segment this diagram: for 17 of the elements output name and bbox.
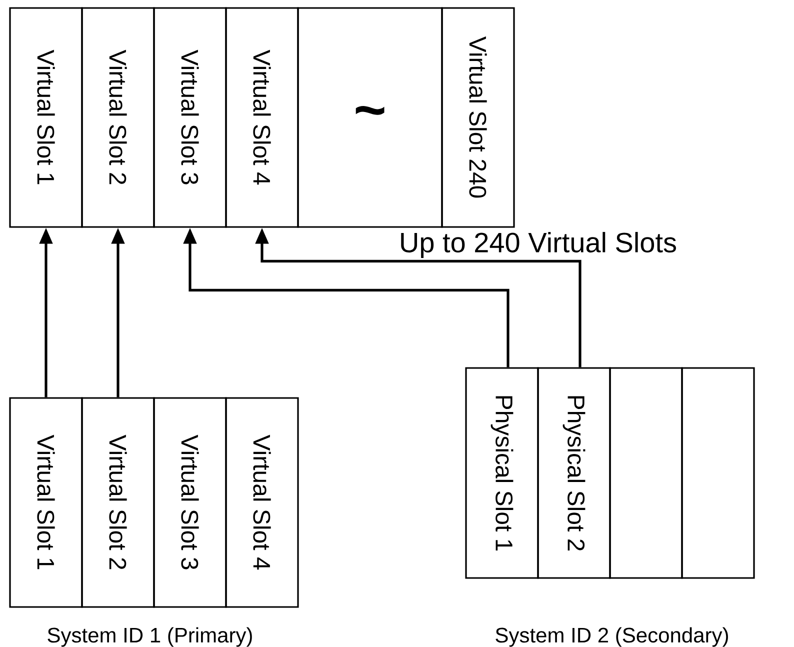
slot-cell: Virtual Slot 2 (81, 397, 155, 608)
slot-cell: Virtual Slot 1 (9, 397, 83, 608)
slot-cell: Virtual Slot 240 (441, 7, 515, 228)
slot-cell: Virtual Slot 3 (153, 397, 227, 608)
slot-cell: Physical Slot 1 (465, 367, 539, 579)
slot-cell: Physical Slot 2 (537, 367, 611, 579)
system-caption: System ID 1 (Primary) (48, 627, 252, 647)
empty-slot-cell (609, 367, 683, 579)
slot-cell: Virtual Slot 3 (153, 7, 227, 228)
slot-cell: Virtual Slot 2 (81, 7, 155, 228)
slot-cell: Virtual Slot 4 (225, 397, 299, 608)
slot-cell: Virtual Slot 4 (225, 7, 299, 228)
empty-slot-cell (681, 367, 755, 579)
system-caption: System ID 2 (Secondary) (496, 627, 728, 647)
note-text: Up to 240 Virtual Slots (401, 232, 676, 258)
slot-cell: Virtual Slot 1 (9, 7, 83, 228)
slot-cell: ~ (297, 7, 443, 228)
